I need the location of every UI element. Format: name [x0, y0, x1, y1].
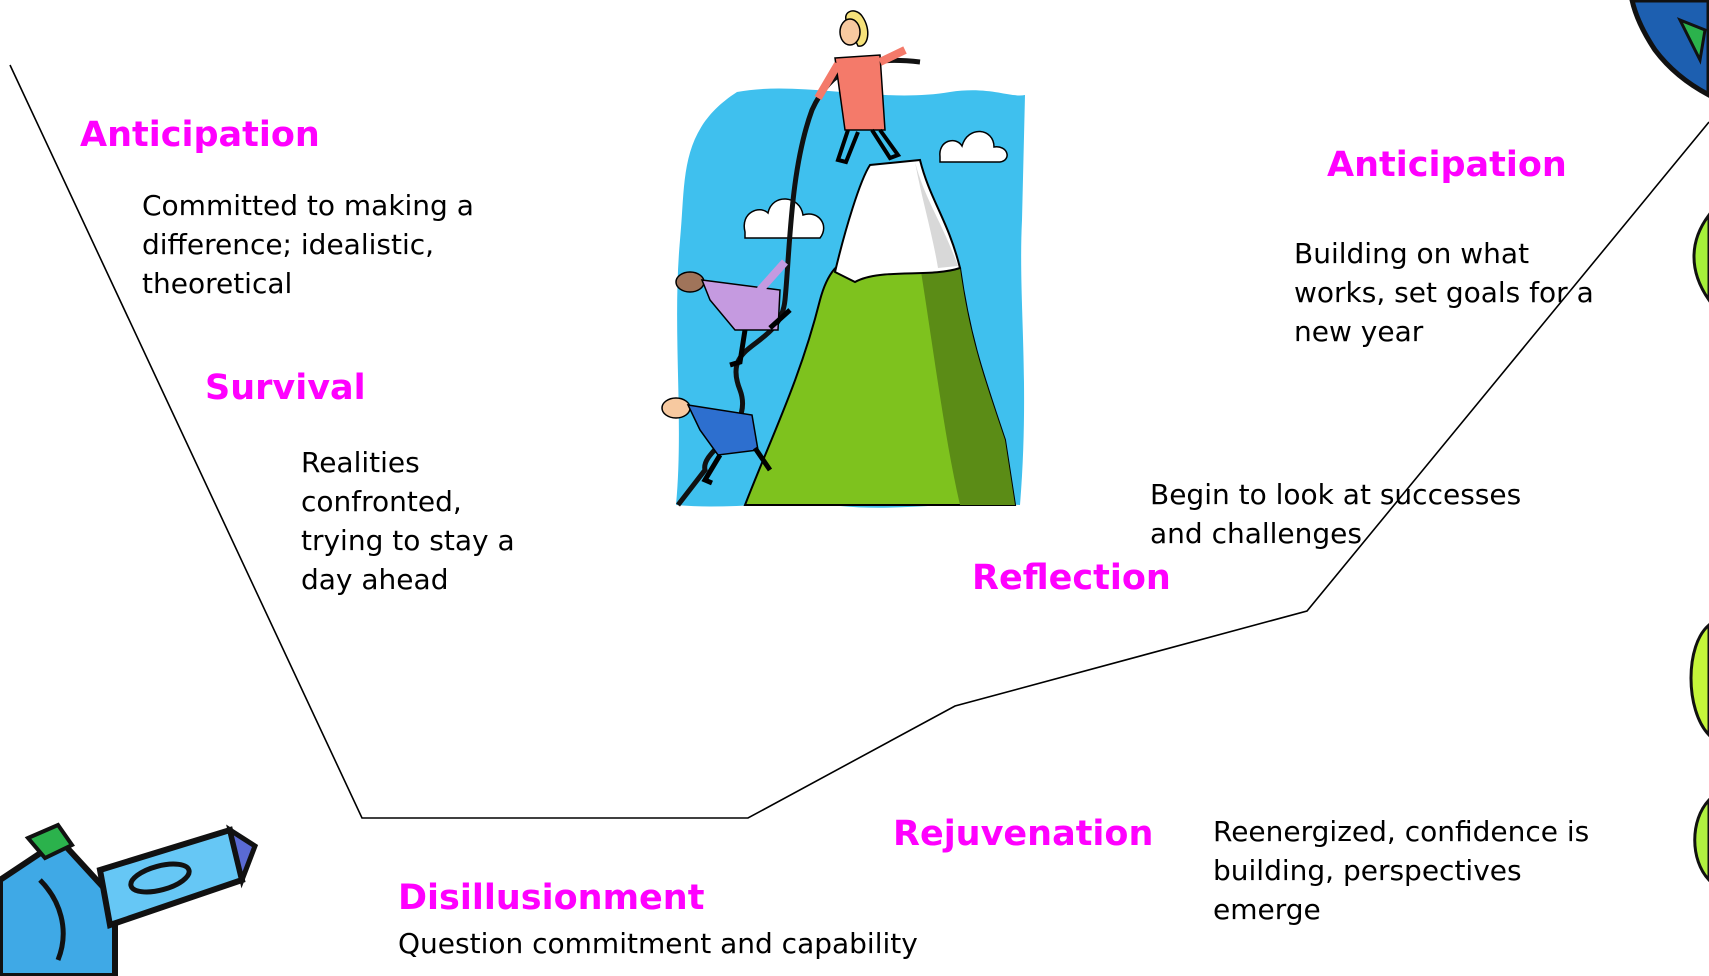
phase-title-rejuvenation: Rejuvenation — [893, 814, 1154, 854]
phase-title-survival: Survival — [205, 368, 366, 408]
phase-title-anticipation-end: Anticipation — [1327, 145, 1567, 185]
phase-desc-anticipation-start: Committed to making a difference; ideali… — [142, 189, 474, 300]
climber-bottom — [661, 397, 773, 486]
phase-desc-reflection: Begin to look at successes and challenge… — [1150, 478, 1522, 550]
mountain-shade — [920, 265, 1015, 505]
climber-middle — [675, 259, 792, 368]
phase-title-reflection: Reflection — [972, 558, 1171, 598]
mountain-snowcap — [833, 158, 962, 284]
phase-desc-survival: Realities confronted, trying to stay a d… — [301, 446, 515, 596]
phase-title-anticipation-start: Anticipation — [80, 115, 320, 155]
phase-desc-anticipation-end: Building on what works, set goals for a … — [1294, 237, 1594, 348]
climber-top — [814, 10, 907, 165]
phase-desc-disillusionment: Question commitment and capability — [398, 927, 918, 960]
phase-title-disillusionment: Disillusionment — [398, 878, 705, 918]
clouds — [743, 130, 1008, 239]
phase-desc-rejuvenation: Reenergized, confidence is building, per… — [1213, 815, 1590, 926]
phase-curve-line — [9, 64, 1709, 819]
